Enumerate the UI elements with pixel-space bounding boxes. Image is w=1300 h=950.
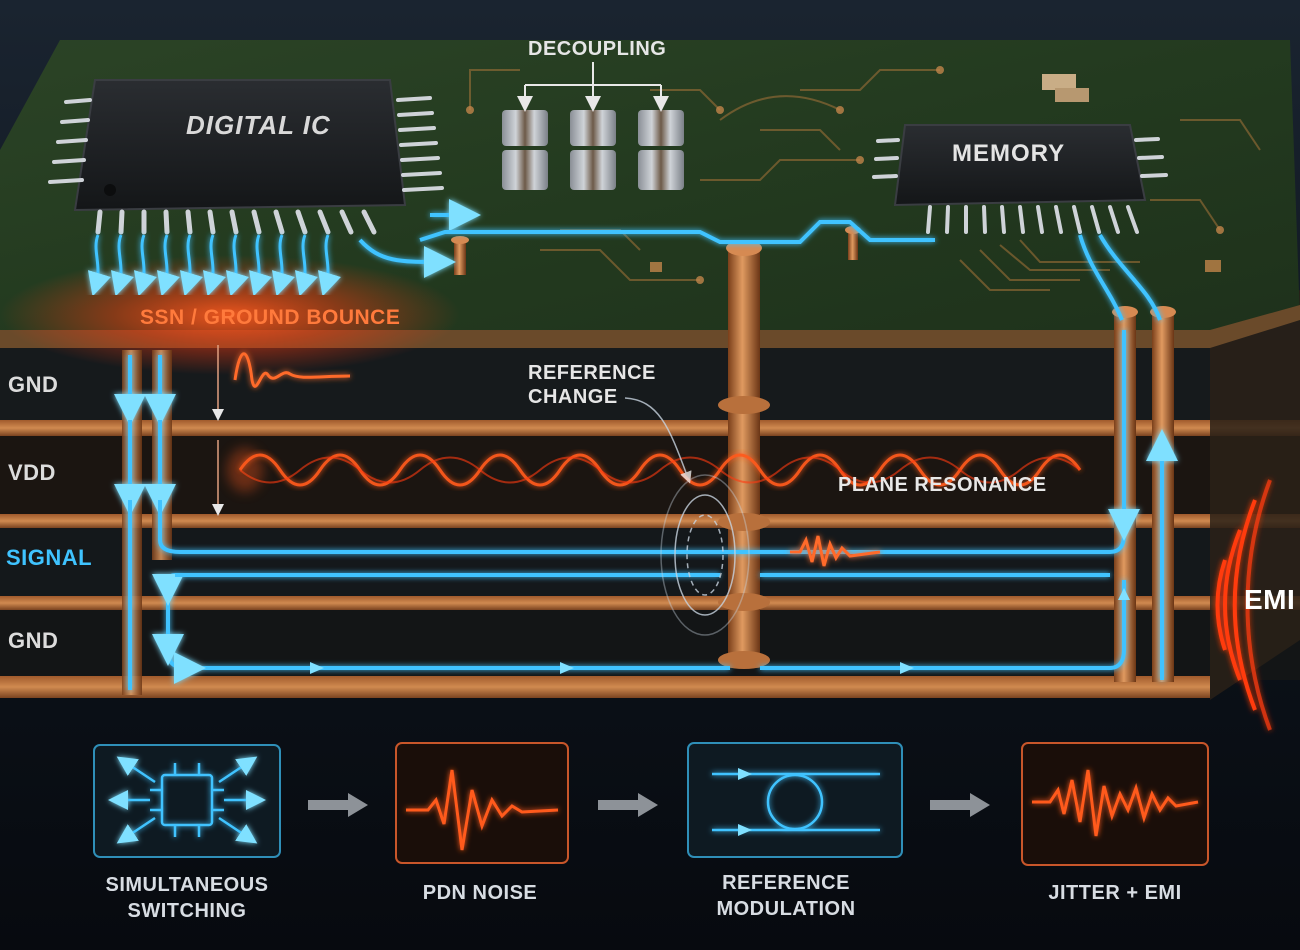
flow-row xyxy=(93,742,1209,866)
step-label-simultaneous-switching: SIMULTANEOUS SWITCHING xyxy=(105,874,269,922)
layer-label-gnd-bottom: GND xyxy=(8,628,59,653)
step-box-reference-modulation xyxy=(687,742,903,858)
jitter-waveform-icon xyxy=(1032,769,1199,837)
digital-ic-label: DIGITAL IC xyxy=(186,110,331,140)
emi-arcs xyxy=(1215,479,1272,731)
plane-resonance-label: PLANE RESONANCE xyxy=(838,474,1047,496)
plane-resonance-waveform xyxy=(227,448,1082,492)
ground-bounce-waveform xyxy=(212,345,351,516)
signal-noise-burst xyxy=(790,535,881,567)
switching-current-arrows xyxy=(87,234,341,297)
layer-label-vdd: VDD xyxy=(8,460,56,485)
step-box-pdn-noise xyxy=(395,742,569,864)
decoupling-capacitors xyxy=(502,110,684,190)
layer-stack xyxy=(0,290,1300,700)
digital-ic-chip xyxy=(48,79,444,235)
step-label-pdn-noise: PDN NOISE xyxy=(422,882,538,904)
return-path-arrows xyxy=(310,588,1130,674)
step-label-reference-modulation: REFERENCE MODULATION xyxy=(716,872,856,920)
ssn-ground-bounce-label: SSN / GROUND BOUNCE xyxy=(140,306,401,329)
reference-change-label-line1: REFERENCE xyxy=(528,362,656,384)
layer-label-gnd-top: GND xyxy=(8,372,59,397)
memory-label: MEMORY xyxy=(952,140,1066,167)
reference-change-rings xyxy=(624,397,750,636)
step-label-jitter-emi: JITTER + EMI xyxy=(1048,882,1182,904)
memory-chip xyxy=(872,124,1168,234)
reference-change-label-line2: CHANGE xyxy=(528,386,618,408)
decoupling-label: DECOUPLING xyxy=(528,38,667,60)
emi-label: EMI xyxy=(1244,584,1296,615)
layer-label-signal: SIGNAL xyxy=(6,545,93,570)
decoupling-pointer-lines xyxy=(517,62,669,112)
chip-switching-icon xyxy=(108,756,266,844)
signal-paths xyxy=(114,199,1178,690)
noise-waveform-icon xyxy=(406,769,559,851)
